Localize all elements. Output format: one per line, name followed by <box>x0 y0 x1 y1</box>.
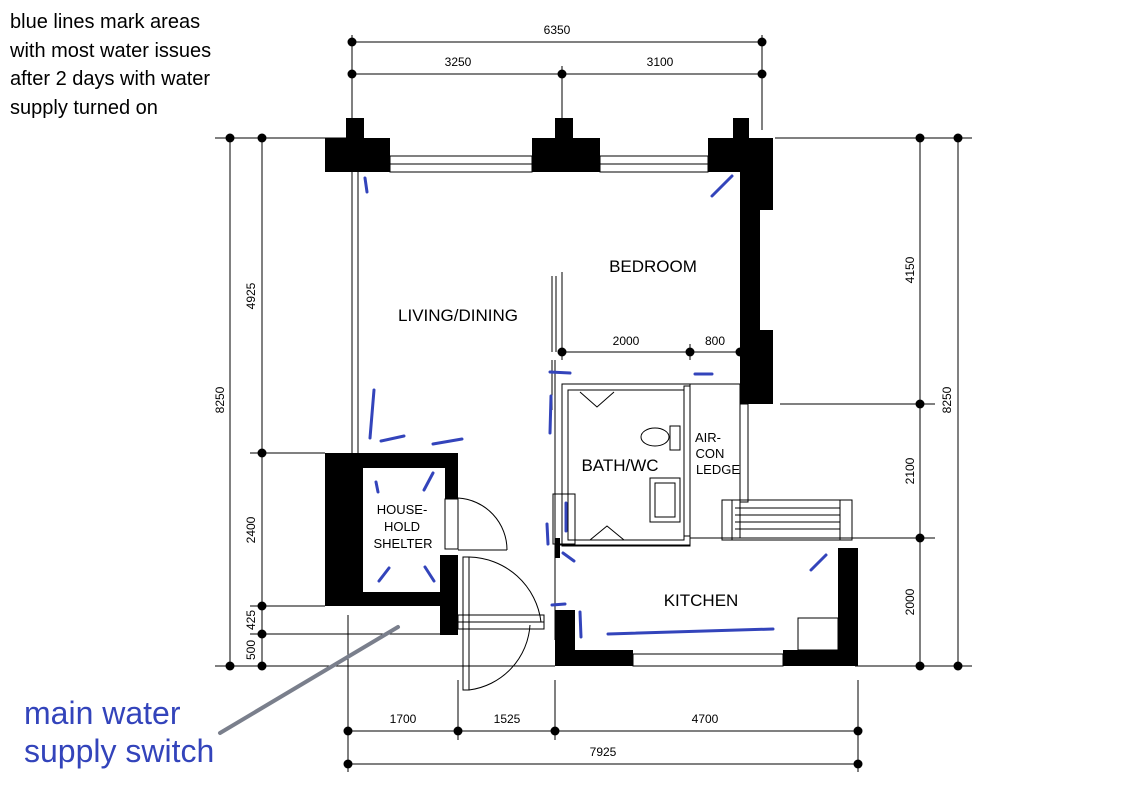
dim-bottom-total: 7925 <box>590 745 617 759</box>
room-label-aircon-line-2: CON <box>696 446 725 461</box>
dimension-labels: 6350 3250 3100 1700 1525 4700 7925 8250 … <box>213 23 954 759</box>
room-labels: BEDROOM LIVING/DINING BATH/WC KITCHEN AI… <box>374 257 741 610</box>
dim-right-upper: 4150 <box>903 256 917 283</box>
dim-top-left: 3250 <box>445 55 472 69</box>
thin-lines <box>351 155 858 691</box>
dim-top-total: 6350 <box>544 23 571 37</box>
room-label-bedroom: BEDROOM <box>609 257 697 276</box>
room-label-shelter-line-3: SHELTER <box>374 536 433 551</box>
dim-left-small: 425 <box>244 610 258 630</box>
room-label-living-dining: LIVING/DINING <box>398 306 518 325</box>
water-switch-legend: main water supply switch <box>24 695 215 769</box>
dim-right-mid: 2100 <box>903 457 917 484</box>
room-label-shelter-line-2: HOLD <box>384 519 420 534</box>
room-label-bath-wc: BATH/WC <box>581 456 658 475</box>
dim-left-total: 8250 <box>213 386 227 413</box>
room-label-aircon-line-1: AIR- <box>695 430 721 445</box>
dim-bottom-c: 4700 <box>692 712 719 726</box>
dim-top-right: 3100 <box>647 55 674 69</box>
dim-bottom-b: 1525 <box>494 712 521 726</box>
dim-inner-b: 800 <box>705 334 725 348</box>
room-label-aircon-line-3: LEDGE <box>696 462 740 477</box>
dim-left-upper: 4925 <box>244 282 258 309</box>
dimension-dots <box>225 37 963 769</box>
water-issue-markers <box>363 174 828 639</box>
dim-right-lower: 2000 <box>903 588 917 615</box>
dim-inner-a: 2000 <box>613 334 640 348</box>
room-label-kitchen: KITCHEN <box>664 591 739 610</box>
water-switch-pointer-line <box>218 625 400 735</box>
walls <box>325 118 858 666</box>
dim-left-mid: 2400 <box>244 516 258 543</box>
annotation-note: blue lines mark areas with most water is… <box>10 11 212 119</box>
dim-right-total: 8250 <box>940 386 954 413</box>
dim-bottom-a: 1700 <box>390 712 417 726</box>
dim-left-bottom: 500 <box>244 640 258 660</box>
room-label-shelter-line-1: HOUSE- <box>377 502 428 517</box>
